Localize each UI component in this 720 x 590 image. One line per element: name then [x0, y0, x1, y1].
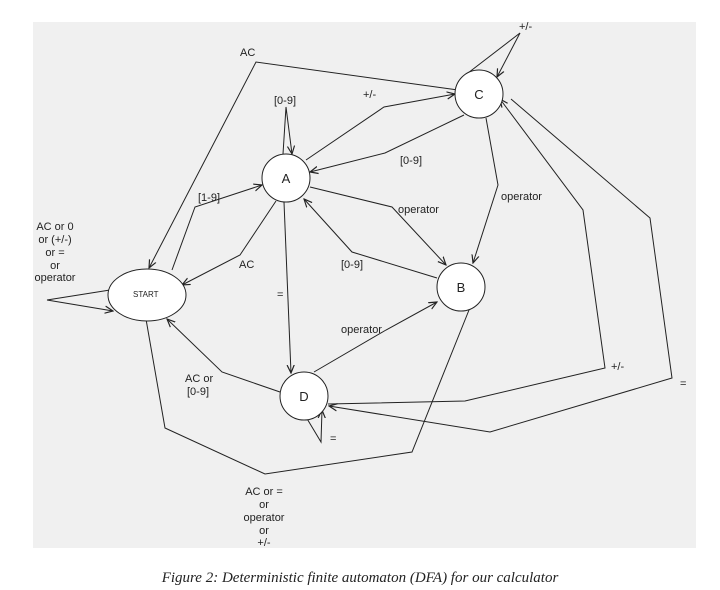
label-start-self-1: AC or 0 [36, 221, 73, 233]
edge-c-to-d [329, 98, 673, 433]
state-d-label: D [299, 389, 308, 404]
label-b-to-start-5: +/- [257, 537, 270, 549]
label-b-to-start-1: AC or = [245, 486, 283, 498]
edge-a-to-start [182, 200, 277, 285]
edge-start-to-a [171, 185, 262, 271]
label-c-to-a: [0-9] [400, 155, 422, 167]
edge-start-self-in [46, 299, 113, 311]
label-start-to-a: [1-9] [198, 192, 220, 204]
state-start-label: START [133, 290, 159, 299]
state-d [279, 371, 329, 421]
edge-a-to-d [283, 201, 291, 373]
label-b-to-a: [0-9] [341, 259, 363, 271]
label-a-to-b: operator [398, 204, 439, 216]
label-start-self-3: or = [45, 247, 64, 259]
label-b-to-start-2: or [259, 499, 269, 511]
state-c [454, 69, 504, 119]
label-a-to-d: = [277, 289, 283, 301]
state-b [436, 262, 486, 312]
edge-d-to-c [327, 99, 606, 405]
edge-d-to-b [313, 302, 437, 373]
edge-c-self-in [497, 32, 521, 77]
figure-caption: Figure 2: Deterministic finite automaton… [161, 570, 559, 586]
edge-start-self-out [46, 289, 111, 301]
label-c-self: +/- [519, 21, 532, 33]
label-a-self: [0-9] [274, 95, 296, 107]
label-start-self-5: operator [35, 272, 76, 284]
label-d-to-start-2: [0-9] [187, 386, 209, 398]
label-ac-top: AC [240, 47, 255, 59]
edge-c-to-start [149, 61, 459, 268]
label-d-to-b: operator [341, 324, 382, 336]
edge-c-to-a [310, 114, 465, 172]
state-start [107, 268, 187, 322]
label-d-to-c: +/- [611, 361, 624, 373]
state-b-label: B [457, 280, 466, 295]
label-c-to-d: = [680, 378, 686, 390]
edge-a-self [282, 106, 292, 154]
edge-a-to-c [305, 94, 455, 161]
edge-d-self [305, 410, 322, 444]
label-c-to-b: operator [501, 191, 542, 203]
edge-a-to-b [309, 186, 446, 265]
label-d-self: = [330, 433, 336, 445]
dfa-diagram: START A B C D AC +/- [0-9] +/- [0-9] [1-… [33, 21, 696, 549]
state-a-label: A [282, 171, 291, 186]
label-b-to-start-4: or [259, 525, 269, 537]
edge-b-to-a [304, 199, 438, 279]
label-b-to-start-3: operator [244, 512, 285, 524]
edge-b-to-start [143, 302, 470, 475]
label-a-to-start: AC [239, 259, 254, 271]
edge-d-to-start [167, 319, 281, 393]
state-a [261, 153, 311, 203]
edge-c-to-b [473, 117, 499, 263]
label-d-to-start-1: AC or [185, 373, 213, 385]
label-start-self-4: or [50, 260, 60, 272]
edge-c-self-out [467, 32, 521, 74]
label-a-to-c: +/- [363, 89, 376, 101]
state-c-label: C [474, 87, 483, 102]
label-start-self-2: or (+/-) [38, 234, 71, 246]
